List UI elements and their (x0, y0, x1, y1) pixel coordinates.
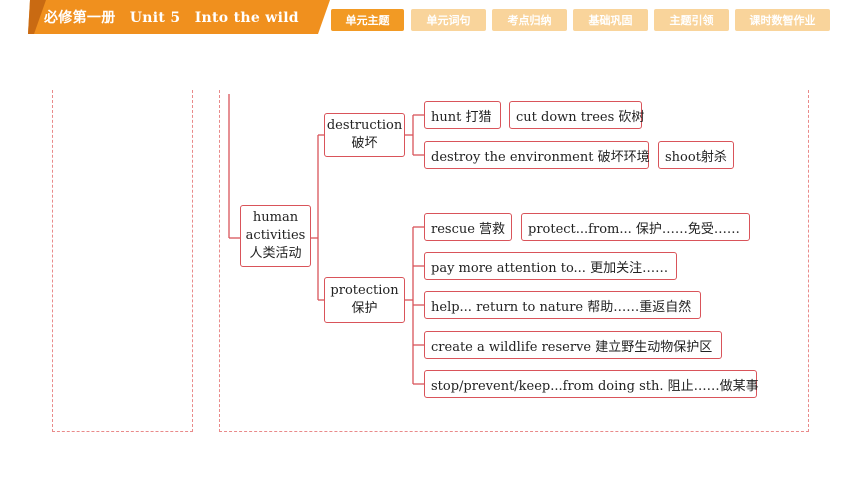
leaf-wildlife-reserve: create a wildlife reserve 建立野生动物保护区 (424, 331, 722, 359)
branch-node-english: destruction (326, 118, 403, 133)
unit-title-tab: 必修第一册 Unit 5 Into the wild (0, 0, 330, 34)
branch-node-protection: protection 保护 (324, 277, 405, 323)
tab-homework[interactable]: 课时数智作业 (735, 9, 830, 31)
leaf-protect-from: protect...from... 保护……免受…… (521, 213, 750, 241)
leaf-rescue: rescue 营救 (424, 213, 512, 241)
tab-key-points[interactable]: 考点归纳 (492, 9, 567, 31)
leaf-stop-prevent-keep: stop/prevent/keep...from doing sth. 阻止……… (424, 370, 759, 398)
leaf-cut-down-trees: cut down trees 砍树 (509, 101, 644, 129)
branch-node-chinese: 保护 (351, 301, 378, 316)
root-node-chinese: 人类活动 (249, 246, 302, 261)
leaf-return-to-nature: help... return to nature 帮助……重返自然 (424, 291, 701, 319)
leaf-shoot: shoot射杀 (658, 141, 734, 169)
unit-title: 必修第一册 Unit 5 Into the wild (44, 10, 299, 26)
branch-node-chinese: 破坏 (351, 136, 378, 151)
tab-basic-practice[interactable]: 基础巩固 (573, 9, 648, 31)
leaf-pay-more-attention: pay more attention to... 更加关注…… (424, 252, 677, 280)
branch-node-english: protection (330, 283, 399, 298)
root-node-human-activities: human activities 人类活动 (240, 205, 311, 267)
left-panel-frame (52, 90, 193, 432)
tab-unit-vocabulary[interactable]: 单元词句 (411, 9, 486, 31)
leaf-destroy-environment: destroy the environment 破坏环境 (424, 141, 650, 169)
branch-node-destruction: destruction 破坏 (324, 113, 405, 157)
root-node-english: human activities (245, 210, 306, 243)
tab-unit-theme[interactable]: 单元主题 (331, 9, 404, 31)
title-tab-shape (28, 0, 330, 34)
top-bar: 必修第一册 Unit 5 Into the wild 单元主题 单元词句 考点归… (0, 0, 860, 34)
tab-theme-guide[interactable]: 主题引领 (654, 9, 729, 31)
main-panel-frame (219, 90, 809, 432)
leaf-hunt: hunt 打猎 (424, 101, 501, 129)
